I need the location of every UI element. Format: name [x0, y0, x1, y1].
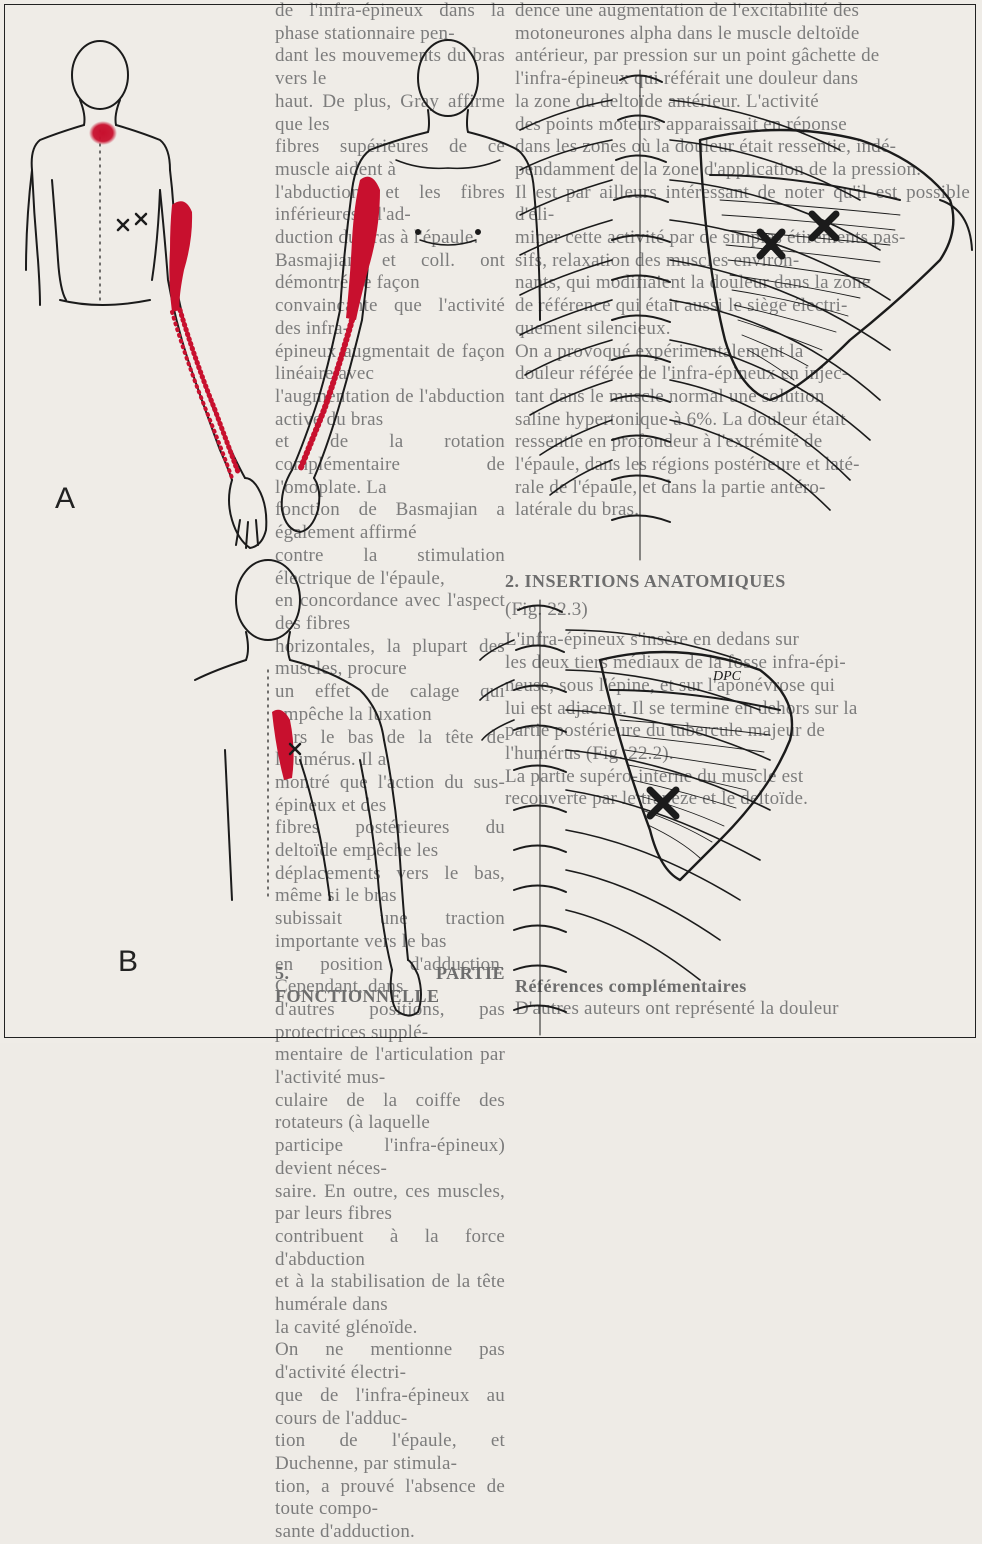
- text-line: participe l'infra-épineux) devient néces…: [275, 1135, 505, 1180]
- panel-label-b: B: [118, 945, 138, 979]
- text-line: On ne mentionne pas d'activité électri-: [275, 1339, 505, 1384]
- referred-pain-zones-a: [89, 121, 238, 478]
- scapula-diagram-top: [520, 70, 972, 560]
- infraspinatus-fibers-bottom: [620, 720, 770, 858]
- trigger-point-marks-bottom: [650, 790, 676, 816]
- scapula-diagram-bottom: [480, 600, 792, 1035]
- text-line: et à la stabilisation de la tête huméral…: [275, 1271, 505, 1316]
- ribs-top: [520, 100, 890, 510]
- text-line: sante d'adduction.: [275, 1521, 505, 1544]
- panel-label-a: A: [55, 482, 75, 516]
- anatomy-illustration: DPC: [0, 0, 982, 1043]
- referred-pain-zones-a-front: [300, 177, 380, 470]
- text-line: la cavité glénoïde.: [275, 1317, 505, 1340]
- text-line: tion, a prouvé l'absence de toute compo-: [275, 1476, 505, 1521]
- vertebral-column-bottom: [514, 600, 566, 1035]
- artist-signature: DPC: [712, 669, 742, 684]
- text-line: que de l'infra-épineux au cours de l'add…: [275, 1385, 505, 1430]
- text-line: tion de l'épaule, et Duchenne, par stimu…: [275, 1430, 505, 1475]
- text-line: saire. En outre, ces muscles, par leurs …: [275, 1181, 505, 1226]
- text-line: contribuent à la force d'abduction: [275, 1226, 505, 1271]
- text-line: mentaire de l'articulation par l'activit…: [275, 1044, 505, 1089]
- figure-b-back-view: [195, 560, 421, 1016]
- trigger-point-marks-a: [118, 214, 146, 230]
- text-line: culaire de la coiffe des rotateurs (à la…: [275, 1090, 505, 1135]
- scanned-page: de l'infra-épineux dans la phase station…: [0, 0, 982, 1043]
- vertebral-column-top: [612, 70, 670, 560]
- figure-a-front-view: [282, 40, 540, 532]
